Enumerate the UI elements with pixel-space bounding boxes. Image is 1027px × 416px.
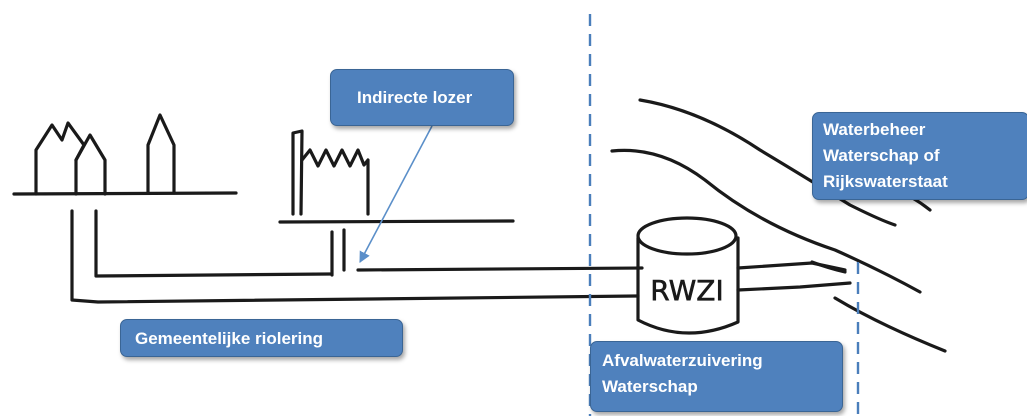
callout-indirect-discharger-text: Indirecte lozer bbox=[357, 88, 473, 107]
callout-wastewater-treatment: Afvalwaterzuivering Waterschap bbox=[590, 341, 843, 412]
callout-water-management-line-2: Waterschap of bbox=[823, 146, 940, 165]
callout-municipal-sewerage-text: Gemeentelijke riolering bbox=[135, 329, 324, 348]
callout-water-management-line-1: Waterbeheer bbox=[823, 120, 926, 139]
factory-icon bbox=[278, 129, 515, 224]
callout-wastewater-treatment-line-1: Afvalwaterzuivering bbox=[602, 351, 763, 370]
callout-water-management-line-3: Rijkswaterstaat bbox=[823, 172, 948, 191]
houses-icon bbox=[12, 113, 238, 196]
callout-wastewater-treatment-line-2: Waterschap bbox=[602, 377, 698, 396]
callout-indirect-discharger: Indirecte lozer bbox=[330, 69, 514, 126]
treatment-tank-icon: RWZI bbox=[636, 216, 740, 335]
sewer-pipes bbox=[70, 209, 644, 304]
callout-municipal-sewerage: Gemeentelijke riolering bbox=[120, 319, 403, 357]
outflow-pipes bbox=[736, 260, 852, 292]
callout-water-management: Waterbeheer Waterschap of Rijkswaterstaa… bbox=[812, 112, 1027, 200]
treatment-plant-label: RWZI bbox=[650, 274, 723, 307]
arrow-icon bbox=[359, 125, 433, 263]
